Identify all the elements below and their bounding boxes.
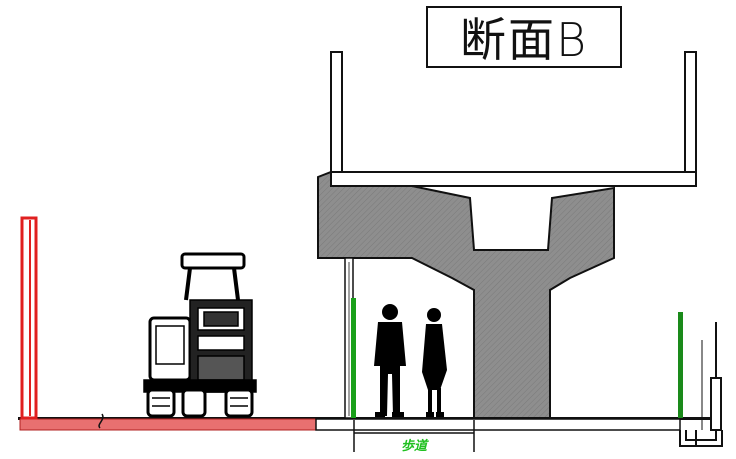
deck-slab [330,171,697,187]
green-marker-right [678,312,683,418]
ground-white-strip [315,418,681,431]
parapet-left [330,51,343,175]
pedestrian-woman-icon [422,308,447,417]
pedestrian-man-icon [374,304,406,417]
break-mark [98,413,104,429]
pier-concrete [317,170,615,419]
green-marker-left [351,298,356,418]
drainage-ditch [679,430,723,447]
ground-red-strip [19,418,317,431]
construction-machine-icon [143,252,257,418]
sidewalk-label: 歩道 [400,439,427,454]
curb-post [710,377,722,431]
parapet-right [684,51,697,175]
section-title: 断面B [426,6,622,68]
